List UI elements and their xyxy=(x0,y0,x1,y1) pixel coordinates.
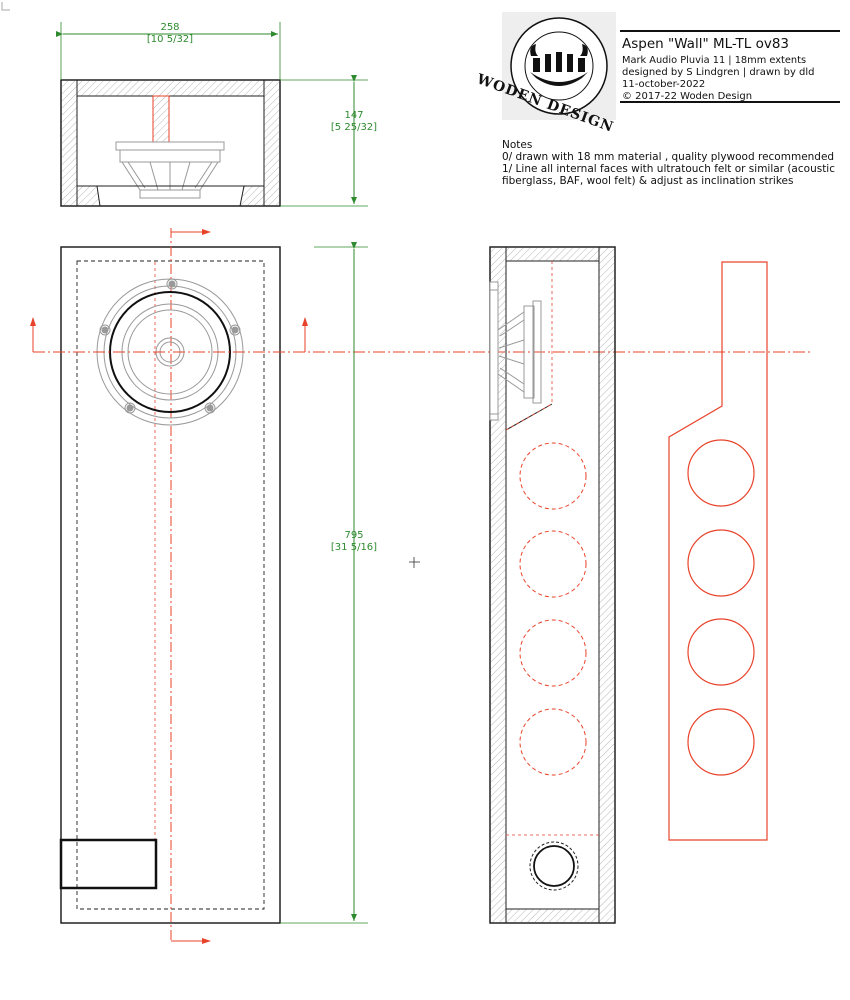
drawing-title: Aspen "Wall" ML-TL ov83 xyxy=(622,36,789,52)
title-line-2: designed by S Lindgren | drawn by dld xyxy=(622,67,815,78)
woden-design-logo: WODEN DESIGN xyxy=(474,12,616,136)
dim-depth-in: [5 25/32] xyxy=(331,122,377,133)
front-view xyxy=(59,228,281,942)
title-line-3: 11-october-2022 xyxy=(622,79,705,90)
port-front xyxy=(59,838,158,890)
section-line-horizontal xyxy=(30,229,812,944)
side-section-view xyxy=(489,246,616,924)
dim-height-in: [31 5/16] xyxy=(331,542,377,553)
dim-width-mm: 258 xyxy=(160,22,179,33)
note-line-2: fiberglass, BAF, wool felt) & adjust as … xyxy=(502,175,793,187)
corner-mark xyxy=(1,2,10,11)
dim-depth: 147 [5 25/32] xyxy=(280,75,377,207)
driver-side-profile xyxy=(489,281,542,421)
title-block: Aspen "Wall" ML-TL ov83 Mark Audio Pluvi… xyxy=(620,30,840,103)
dim-width: 258 [10 5/32] xyxy=(56,22,281,80)
side-port-outer xyxy=(529,841,579,891)
dim-height-mm: 795 xyxy=(344,530,363,541)
notes-heading: Notes xyxy=(502,139,532,151)
note-line-1: 1/ Line all internal faces with ultratou… xyxy=(502,163,835,175)
crosshair-mark xyxy=(409,557,420,568)
title-line-4: © 2017-22 Woden Design xyxy=(622,91,752,102)
side-port-inner xyxy=(533,845,575,887)
side-port-circles xyxy=(519,442,587,776)
driver-top-profile xyxy=(115,141,225,199)
top-view xyxy=(60,79,281,207)
title-line-1: Mark Audio Pluvia 11 | 18mm extents xyxy=(622,55,806,66)
brace-section xyxy=(152,95,170,143)
internal-brace-panel xyxy=(668,261,768,841)
dim-depth-mm: 147 xyxy=(344,110,363,121)
notes-block: Notes 0/ drawn with 18 mm material , qua… xyxy=(502,139,835,187)
dim-height: 795 [31 5/16] xyxy=(280,242,377,924)
dim-width-in: [10 5/32] xyxy=(147,34,193,45)
note-line-0: 0/ drawn with 18 mm material , quality p… xyxy=(502,151,834,163)
